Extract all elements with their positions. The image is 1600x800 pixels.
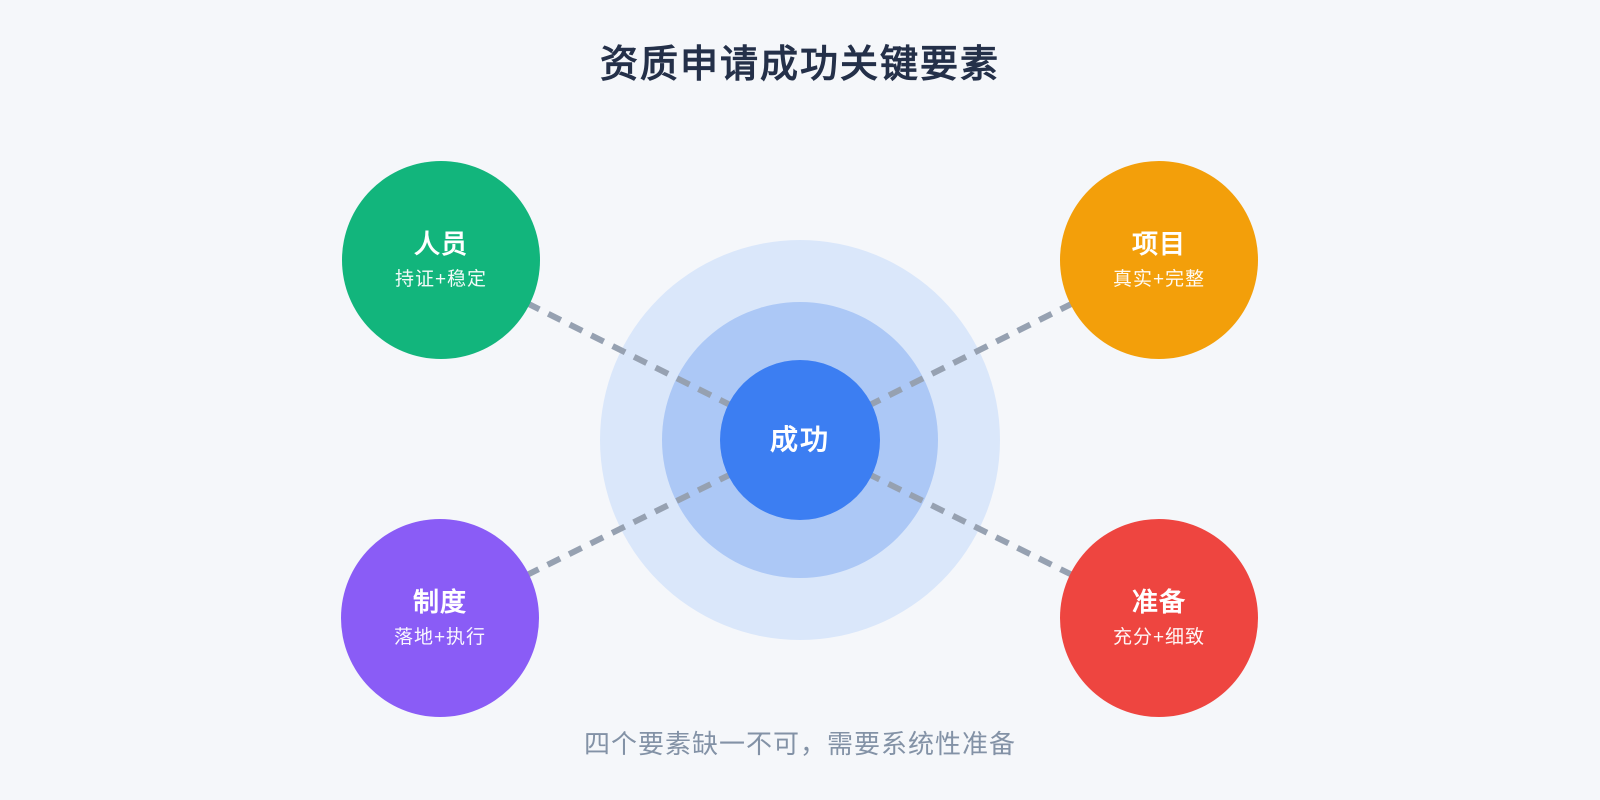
factor-sublabel-system: 落地+执行 (393, 627, 487, 648)
connector-system (438, 437, 802, 621)
diagram-caption: 四个要素缺一不可，需要系统性准备 (583, 729, 1016, 759)
factor-sublabel-project: 真实+完整 (1112, 269, 1206, 290)
success-center-circle: 成功 (720, 360, 880, 520)
factor-label-personnel: 人员 (413, 229, 468, 259)
success-label: 成功 (769, 424, 830, 455)
factor-circle-system: 制度 落地+执行 (341, 519, 539, 717)
factor-sublabel-personnel: 持证+稳定 (394, 269, 488, 290)
diagram-title: 资质申请成功关键要素 (599, 44, 1000, 86)
factor-sublabel-preparation: 充分+细致 (1112, 627, 1206, 648)
factor-circle-project: 项目 真实+完整 (1060, 161, 1258, 359)
factor-label-preparation: 准备 (1131, 587, 1186, 617)
factor-circle-preparation: 准备 充分+细致 (1060, 519, 1258, 717)
factor-label-system: 制度 (412, 587, 467, 617)
connector-project (798, 257, 1161, 443)
connector-preparation (798, 437, 1161, 621)
connector-personnel (439, 257, 802, 443)
factor-circle-personnel: 人员 持证+稳定 (342, 161, 540, 359)
factor-label-project: 项目 (1131, 229, 1186, 259)
